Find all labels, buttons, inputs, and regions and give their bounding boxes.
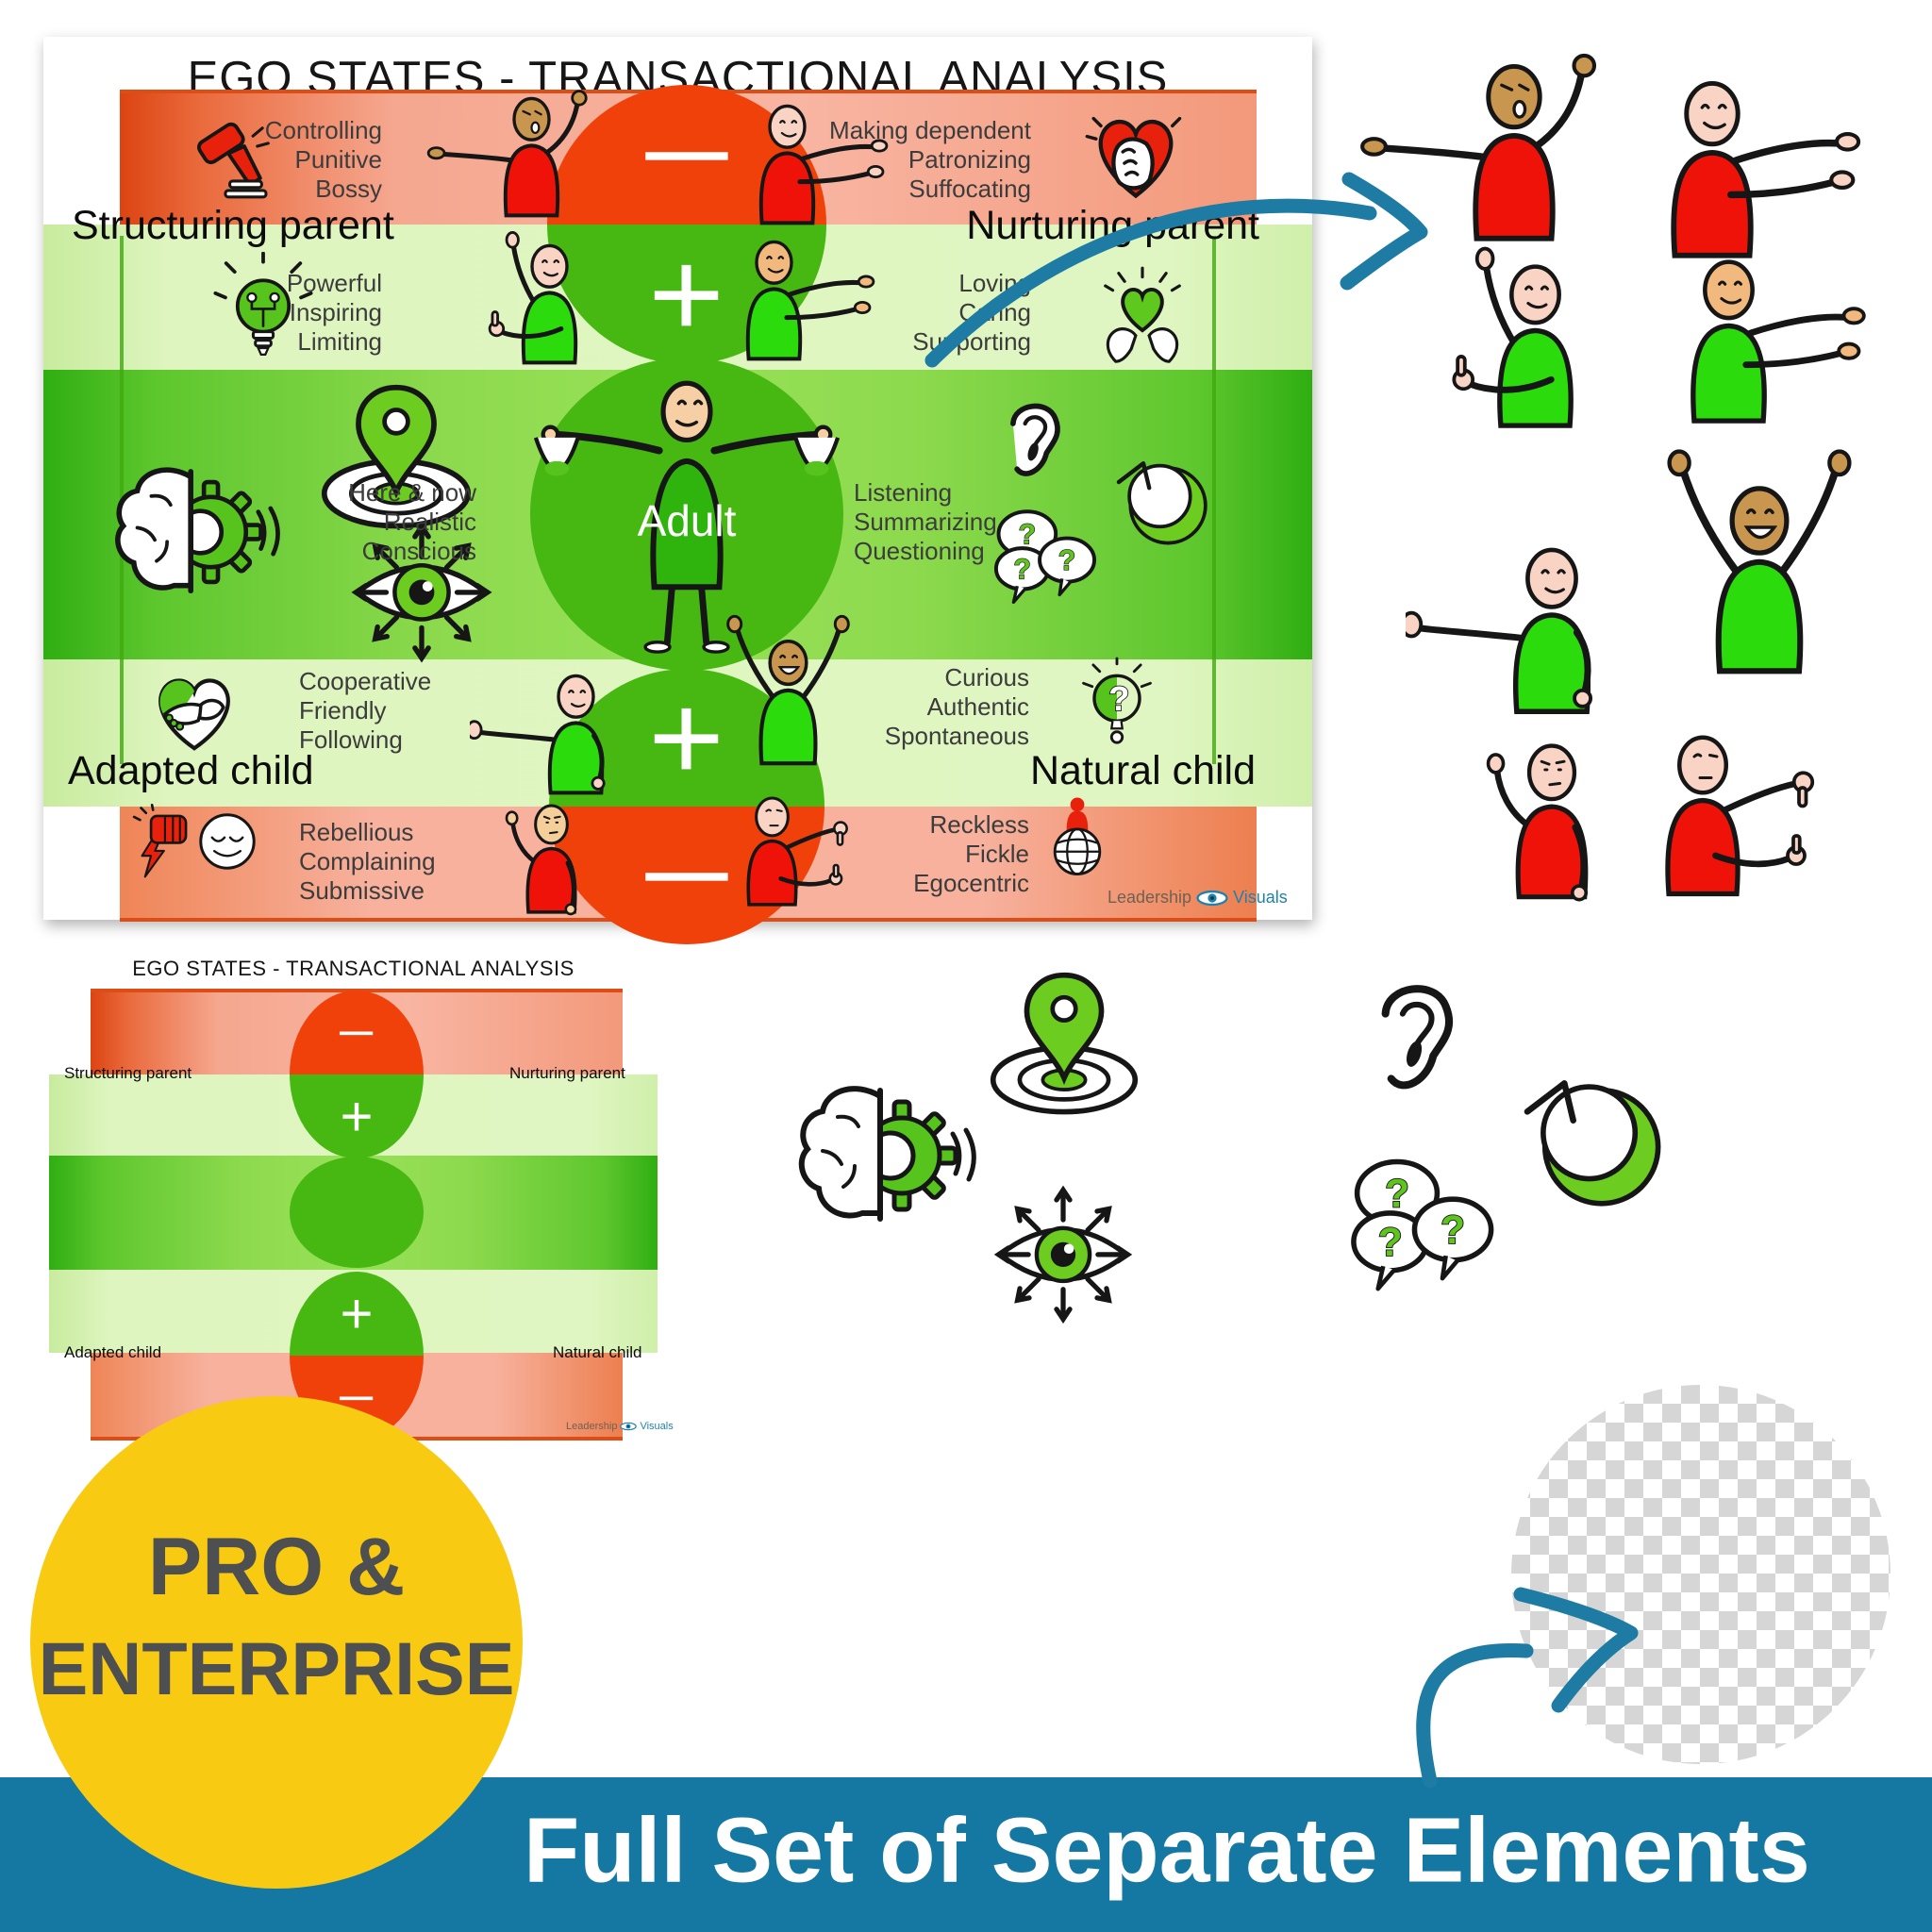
calm-face-icon [196,810,258,873]
transparency-checker-circle [1511,1385,1890,1764]
label-adapted-child: Adapted child [64,1343,162,1361]
badge-line1: PRO & [147,1521,406,1612]
plus-sign: + [340,1084,374,1148]
small-diagram-title: EGO STATES - TRANSACTIONAL ANALYSIS [132,957,575,980]
bulb-question-icon [1079,654,1155,754]
label-nurturing-parent: Nurturing parent [509,1064,625,1082]
right-divider [1212,236,1216,764]
ear-icon [994,393,1068,495]
question-bubbles-icon [987,503,1100,608]
question-bubbles-icon [1341,1149,1498,1298]
focus-eye-icon [989,1183,1138,1324]
banner-title: Full Set of Separate Elements [524,1798,1810,1902]
plus-sign: + [648,225,725,363]
label-adapted-child: Adapted child [68,748,314,793]
parent-circle: − + [290,991,424,1158]
minus-sign: − [336,1006,377,1059]
green-figure-open-arms [1585,226,1873,428]
minus-sign: − [637,814,737,937]
plus-sign: + [340,1281,374,1345]
brain-gear-icon [789,1075,977,1236]
adult-circle [290,1157,424,1268]
heart-in-hands-icon [1091,265,1194,369]
ego-states-slide: EGO STATES - TRANSACTIONAL ANALYSIS − + … [43,37,1312,944]
arrow-to-checker [1416,1642,1534,1789]
brain-gear-icon [106,458,281,607]
label-natural-child: Natural child [553,1343,642,1361]
minus-sign: − [637,93,737,216]
leadership-visuals-logo: Leadership Visuals [566,1421,674,1432]
adult-label: Adult [637,496,737,545]
red-figure-thumb-down [675,774,869,909]
adult-circle: Adult [530,358,843,671]
pro-enterprise-badge: PRO & ENTERPRISE [30,1396,523,1889]
redo-arrow-icon [1513,1068,1681,1221]
fist-lightning-icon [132,790,202,897]
redo-arrow-icon [1109,454,1221,554]
handshake-heart-icon [142,665,247,758]
red-figure-pointing [425,73,638,221]
green-figure-thumb-up [443,220,656,368]
badge-line2: ENTERPRISE [38,1625,515,1710]
eye-logo-icon [620,1422,638,1431]
green-figure-cheering [677,614,899,769]
plus-sign: + [648,669,725,807]
person-globe-icon [1045,776,1109,899]
red-figure-shrugging [455,782,648,917]
label-structuring-parent: Structuring parent [72,203,394,248]
ear-icon [1358,972,1464,1115]
eye-logo-icon [1196,890,1228,906]
green-figure-reaching [470,650,682,798]
green-figure-open-arms [668,216,880,364]
red-figure-thumb-down [1561,703,1844,901]
label-natural-child: Natural child [1030,748,1256,793]
crushed-heart-icon [1083,105,1189,210]
label-structuring-parent: Structuring parent [64,1064,192,1082]
green-figure-cheering [1594,448,1924,679]
label-nurturing-parent: Nurturing parent [966,203,1259,248]
location-target-icon [979,970,1149,1121]
leadership-visuals-logo: Leadership Visuals [1108,888,1288,907]
